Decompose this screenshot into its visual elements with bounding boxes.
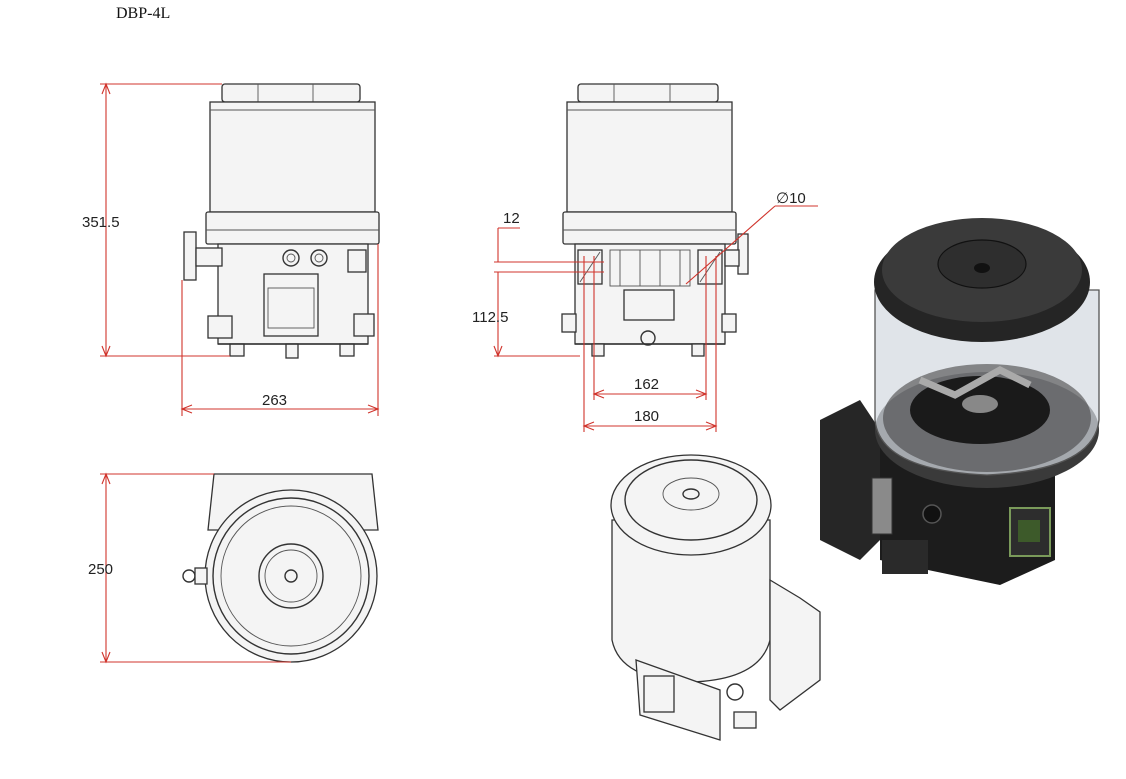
dim-width-front: 263 — [262, 392, 287, 409]
isometric-line-view — [610, 454, 821, 741]
side-view — [561, 83, 749, 357]
front-view — [183, 83, 380, 359]
dim-top-offset: 12 — [503, 210, 520, 227]
dim-hole-dia: ∅10 — [776, 190, 806, 207]
page-title: DBP-4L — [116, 5, 171, 22]
dim-mount-outer: 180 — [634, 408, 659, 425]
top-view-dimensions — [100, 472, 291, 664]
dim-base-height: 112.5 — [472, 309, 508, 326]
dim-height-total: 351.5 — [82, 214, 120, 231]
side-view-dimensions — [493, 205, 818, 432]
front-view-dimensions — [100, 82, 380, 416]
dim-depth-top: 250 — [88, 561, 113, 578]
top-view — [182, 473, 379, 663]
product-render — [820, 218, 1100, 585]
dim-mount-inner: 162 — [634, 376, 659, 393]
